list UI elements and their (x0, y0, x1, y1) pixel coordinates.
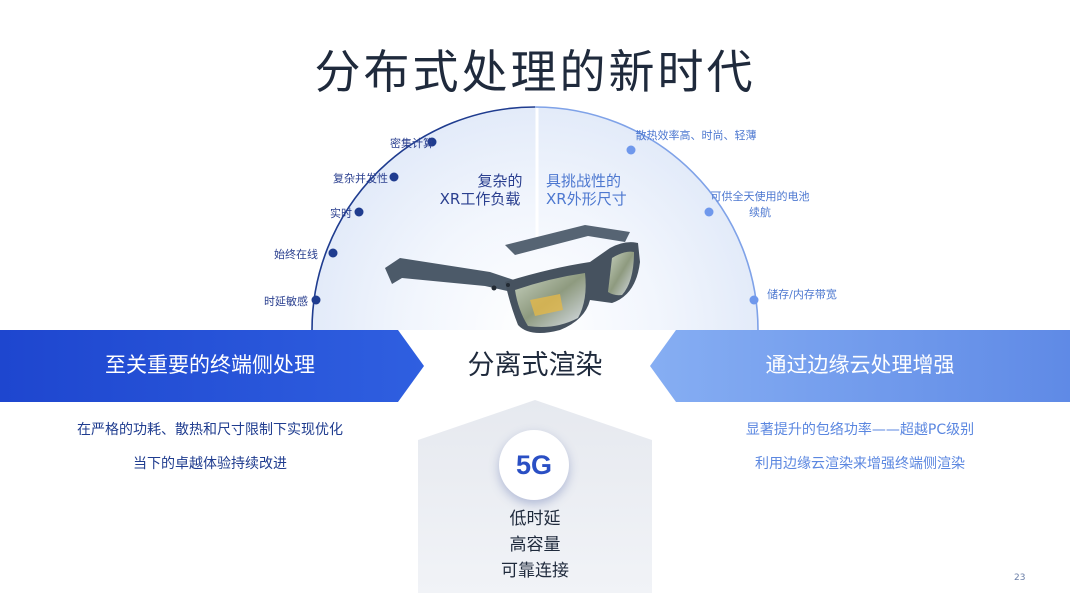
right-arc-label-line: 续航 (749, 206, 771, 219)
left-bullet: 在严格的功耗、散热和尺寸限制下实现优化 (77, 422, 343, 438)
left-arc-label-latency-sensitive: 时延敏感 (264, 295, 308, 308)
arc-dot (704, 207, 714, 217)
network-feature-low-latency: 低时延 (509, 509, 561, 529)
right-banner-label: 通过边缘云处理增强 (765, 353, 955, 377)
right-bullet: 利用边缘云渲染来增强终端侧渲染 (755, 456, 965, 472)
network-feature-high-capacity: 高容量 (509, 535, 561, 555)
left-banner-label: 至关重要的终端侧处理 (105, 353, 315, 377)
formfactor-heading: 具挑战性的 XR外形尺寸 (540, 172, 640, 208)
arc-dot (311, 295, 321, 305)
workload-heading-line1: 复杂的 (477, 172, 523, 190)
arc-dot (749, 295, 759, 305)
arc-dot (354, 207, 364, 217)
arc-dot (427, 137, 437, 147)
left-bullet: 当下的卓越体验持续改进 (133, 456, 287, 472)
arc-dot (626, 145, 636, 155)
arc-dot (328, 248, 338, 258)
left-arc-label-always-on: 始终在线 (274, 248, 318, 261)
page-number: 23 (1014, 573, 1026, 583)
right-arc-label-thermal: 散热效率高、时尚、轻薄 (626, 127, 766, 143)
workload-heading: 复杂的 XR工作负载 (420, 172, 540, 208)
left-arc (311, 106, 536, 331)
arc-dot (389, 172, 399, 182)
right-banner (650, 330, 1070, 402)
formfactor-heading-line1: 具挑战性的 (546, 172, 622, 190)
right-arc-label-memory: 储存/内存带宽 (767, 288, 837, 301)
left-arc-label-realtime: 实时 (330, 207, 352, 220)
left-arc-label-concurrency: 复杂并发性 (333, 172, 388, 185)
network-feature-reliable: 可靠连接 (501, 561, 569, 581)
left-banner (0, 330, 424, 402)
5g-badge: 5G (499, 430, 569, 500)
right-arc-label-line: 散热效率高、时尚、轻薄 (635, 129, 757, 142)
left-arc-label-dense-compute: 密集计算 (390, 137, 434, 150)
slide-title: 分布式处理的新时代 (314, 45, 756, 99)
split-rendering-title: 分离式渲染 (467, 350, 603, 381)
right-bullet: 显著提升的包络功率——超越PC级别 (745, 422, 975, 438)
workload-heading-line2: XR工作负载 (439, 190, 521, 208)
right-arc (534, 106, 759, 331)
formfactor-heading-line2: XR外形尺寸 (546, 190, 627, 208)
right-arc-label-battery: 可供全天使用的电池 续航 (700, 189, 820, 221)
xr-glasses-illustration (385, 225, 640, 334)
right-arc-label-line: 可供全天使用的电池 (710, 190, 810, 203)
